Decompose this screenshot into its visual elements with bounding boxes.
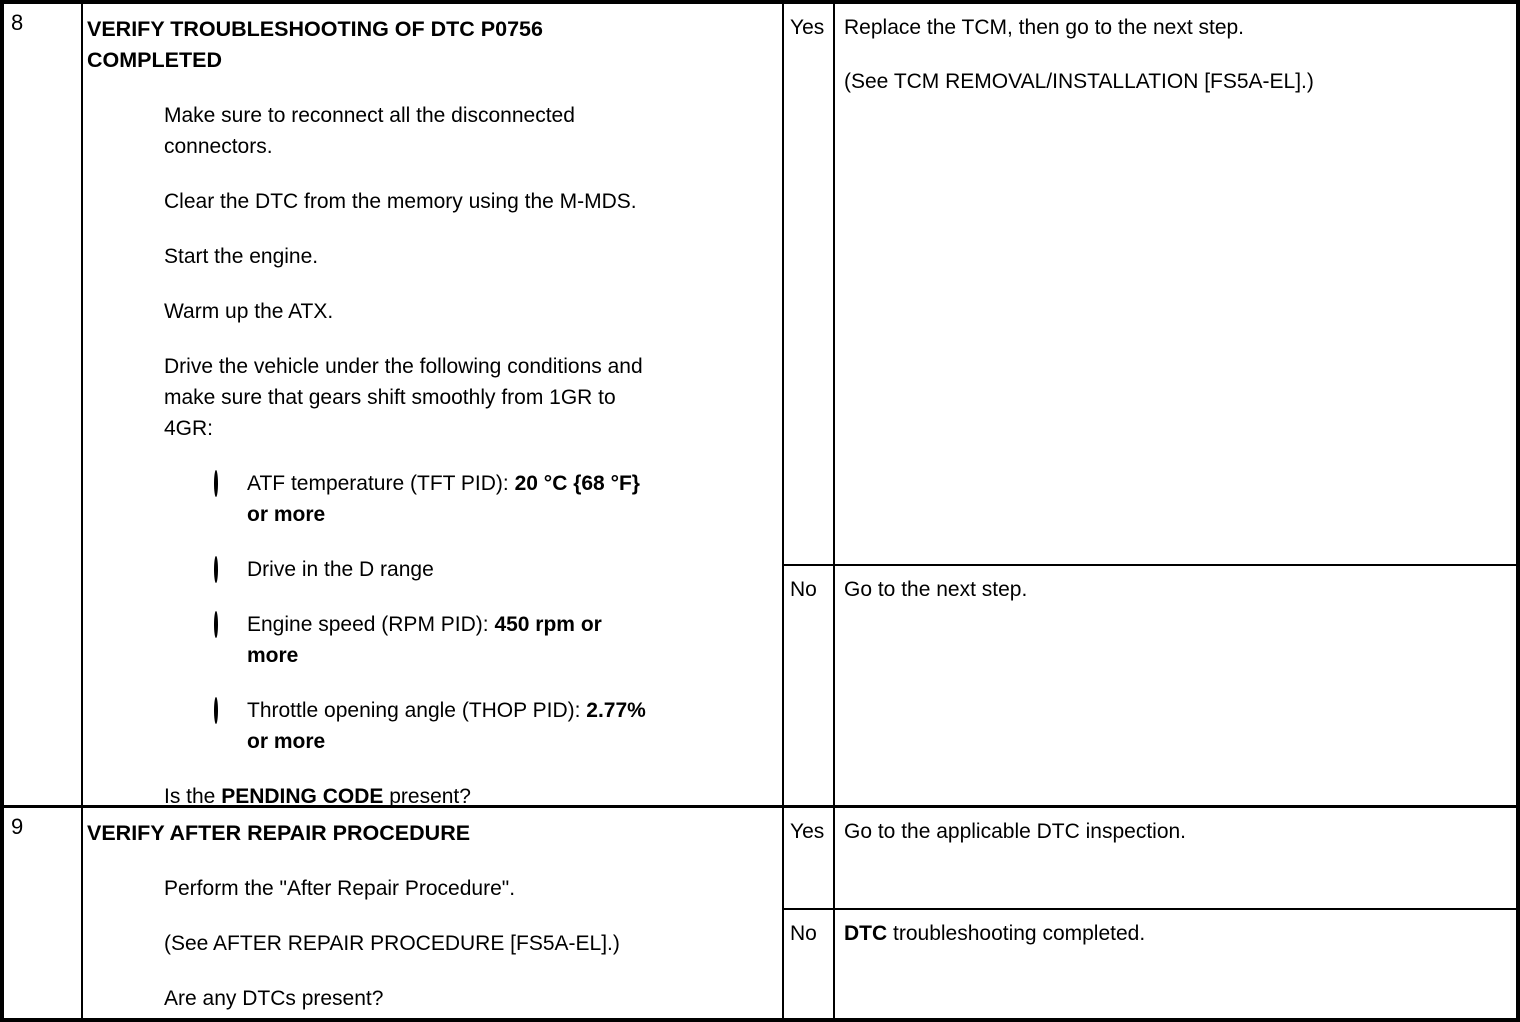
result-action-cell: Go to the next step. [835,566,1516,805]
bullet-item: Clear the DTC from the memory using the … [87,186,768,217]
sub-bullet-item: Drive in the D range [87,554,768,585]
result-action-cell: Go to the applicable DTC inspection. [835,808,1516,908]
answer-label: Yes [784,4,835,564]
result-action-cell: DTC troubleshooting completed. [835,910,1516,1018]
bullet-bold-text: 20 °C {68 °F} or more [247,472,640,526]
bullet-disc-icon [134,241,164,272]
bullet-item: Make sure to reconnect all the disconnec… [87,100,768,162]
result-row-no: No DTC troubleshooting completed. [784,910,1516,1018]
step-action-cell: VERIFY AFTER REPAIR PROCEDURE Perform th… [83,808,784,1018]
bullet-bold-text: PENDING CODE [221,785,384,808]
result-action-cell: Replace the TCM, then go to the next ste… [835,4,1516,564]
answer-label: No [784,566,835,805]
sub-bullet-item: ATF temperature (TFT PID): 20 °C {68 °F}… [87,468,768,530]
bullet-text: Engine speed (RPM PID): [247,613,495,636]
sub-bullet-item: Engine speed (RPM PID): 450 rpm or more [87,609,768,671]
bullet-disc-icon [134,186,164,217]
result-action-text: Replace the TCM, then go to the next ste… [844,16,1245,39]
answer-label: Yes [784,808,835,908]
result-reference-text: (See TCM REMOVAL/INSTALLATION [FS5A-EL].… [844,70,1314,93]
bullet-text: ATF temperature (TFT PID): [247,472,515,495]
result-action-text: DTC troubleshooting completed. [844,922,1146,945]
result-row-yes: Yes Replace the TCM, then go to the next… [784,4,1516,566]
bullet-text: Are any DTCs present? [164,987,384,1010]
bullet-text: Is the [164,785,222,808]
bullet-item: Warm up the ATX. [87,296,768,327]
bullet-text: Make sure to reconnect all the disconnec… [164,104,575,158]
bullet-item: Drive the vehicle under the following co… [87,351,768,444]
procedure-title: VERIFY AFTER REPAIR PROCEDURE [87,821,471,845]
result-cell-group: Yes Go to the applicable DTC inspection.… [784,808,1516,1018]
sub-bullet-item: Throttle opening angle (THOP PID): 2.77%… [87,695,768,757]
bullet-bold-text: 450 rpm or more [247,613,602,667]
bullet-circle-icon [214,695,247,757]
result-action-text: Go to the applicable DTC inspection. [844,820,1187,843]
bullet-text: Clear the DTC from the memory using the … [164,190,637,213]
result-action-text: Go to the next step. [844,578,1028,601]
bullet-disc-icon [134,100,164,162]
reference-line: (See AFTER REPAIR PROCEDURE [FS5A-EL].) [87,928,768,959]
bullet-bold-text: 2.77% or more [247,699,646,753]
bullet-text: Drive in the D range [247,558,434,581]
procedure-title: VERIFY TROUBLESHOOTING OF DTC P0756 COMP… [87,17,543,72]
bullet-item: Are any DTCs present? [87,983,768,1014]
result-cell-group: Yes Replace the TCM, then go to the next… [784,4,1516,805]
bullet-disc-icon [134,983,164,1014]
bullet-text: (See AFTER REPAIR PROCEDURE [FS5A-EL].) [164,932,620,955]
step-action-cell: VERIFY TROUBLESHOOTING OF DTC P0756 COMP… [83,4,784,808]
bullet-text: Warm up the ATX. [164,300,334,323]
bullet-disc-icon [134,873,164,904]
bullet-item: Start the engine. [87,241,768,272]
bullet-text: Throttle opening angle (THOP PID): [247,699,587,722]
bullet-disc-icon [134,296,164,327]
bullet-item: Perform the "After Repair Procedure". [87,873,768,904]
table-row: 8 VERIFY TROUBLESHOOTING OF DTC P0756 CO… [4,4,1516,808]
bullet-circle-icon [214,609,247,671]
table-row: 9 VERIFY AFTER REPAIR PROCEDURE Perform … [4,808,1516,1018]
bullet-text: Start the engine. [164,245,319,268]
step-number: 9 [4,808,83,1018]
bullet-text: Perform the "After Repair Procedure". [164,877,516,900]
result-row-yes: Yes Go to the applicable DTC inspection. [784,808,1516,910]
result-row-no: No Go to the next step. [784,566,1516,805]
answer-label: No [784,910,835,1018]
step-number: 8 [4,4,83,805]
bullet-circle-icon [214,468,247,530]
bullet-circle-icon [214,554,247,585]
bullet-item: Is the PENDING CODE present? [87,781,768,812]
bullet-text: Drive the vehicle under the following co… [164,355,643,440]
bullet-disc-icon [134,351,164,444]
